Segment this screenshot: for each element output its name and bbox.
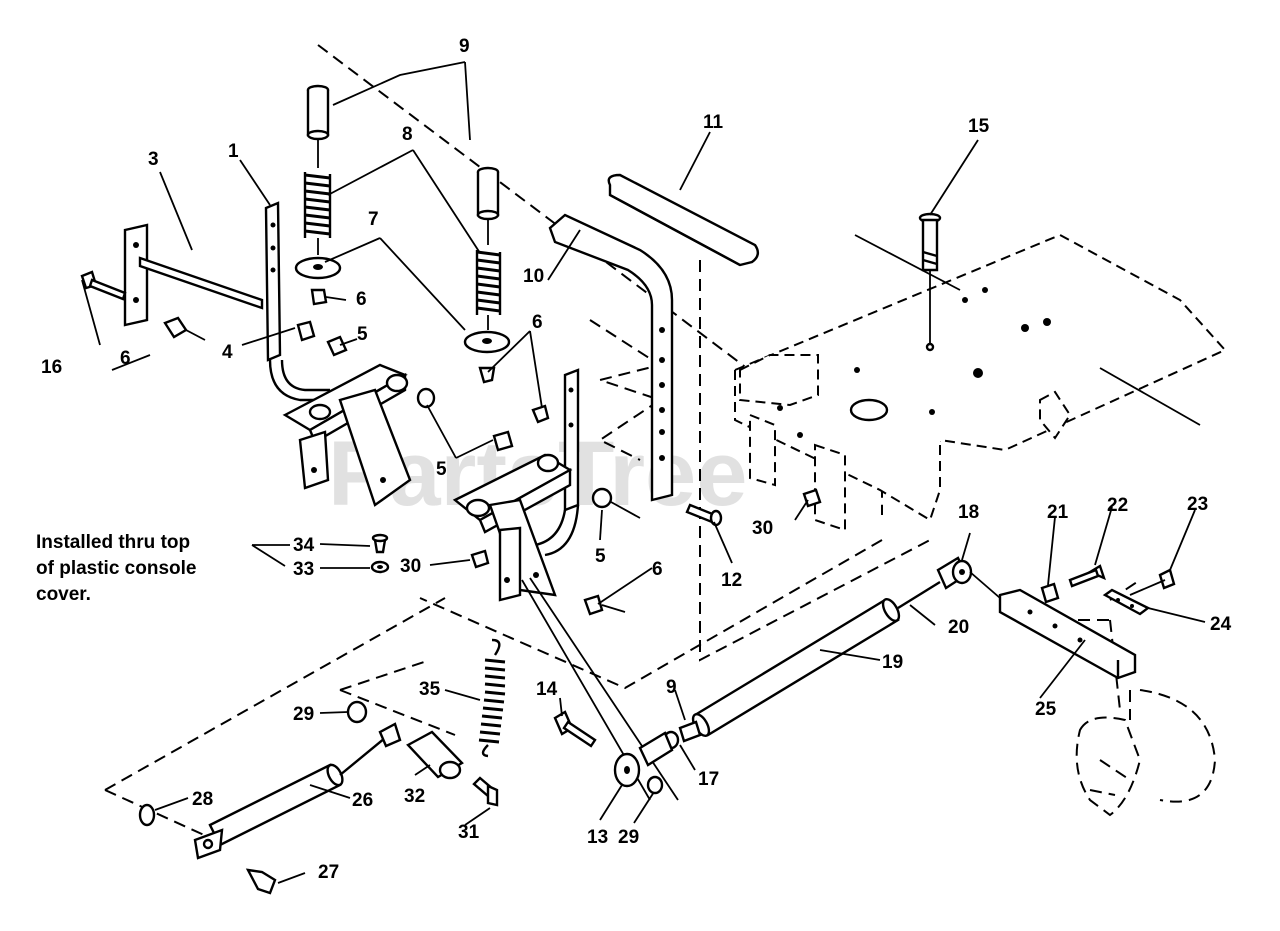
callout-25: 25 <box>1035 699 1057 720</box>
bolt-14 <box>553 710 597 748</box>
bolt-15 <box>854 212 1201 426</box>
bracket-3 <box>123 223 264 327</box>
callout-6: 6 <box>120 348 131 369</box>
callout-24: 24 <box>1210 614 1232 635</box>
callout-6: 6 <box>652 559 663 580</box>
callout-6: 6 <box>356 289 367 310</box>
callout-10: 10 <box>523 266 544 287</box>
callout-5: 5 <box>436 459 447 480</box>
callout-7: 7 <box>368 209 379 230</box>
callout-31: 31 <box>458 822 480 843</box>
bracket-25 <box>998 564 1176 680</box>
clevis-13 <box>613 720 702 795</box>
callout-6: 6 <box>532 312 543 333</box>
callout-4: 4 <box>222 342 233 363</box>
callout-leaders <box>81 61 1206 884</box>
callout-26: 26 <box>352 790 373 811</box>
note-line-1: Installed thru top <box>36 532 191 553</box>
callout-18: 18 <box>958 502 979 523</box>
callout-12: 12 <box>721 570 742 591</box>
callout-30: 30 <box>400 556 421 577</box>
note-line-3: cover. <box>36 584 91 605</box>
rod-19 <box>691 556 1001 738</box>
callout-19: 19 <box>882 652 903 673</box>
pivot-bracket-left <box>282 363 412 507</box>
console-frame <box>732 233 1227 532</box>
spring-8 <box>303 172 502 330</box>
transmission-sketch <box>1075 689 1217 817</box>
callout-21: 21 <box>1047 502 1069 523</box>
callout-5: 5 <box>595 546 606 567</box>
callout-29: 29 <box>293 704 314 725</box>
grip-11 <box>607 173 760 267</box>
callout-8: 8 <box>402 124 413 145</box>
nut-6-left <box>163 316 206 341</box>
callout-27: 27 <box>318 862 339 883</box>
callout-1: 1 <box>228 141 239 162</box>
bolt-16 <box>80 270 127 301</box>
hardware-nuts <box>296 288 822 616</box>
callout-32: 32 <box>404 786 425 807</box>
callout-29: 29 <box>618 827 639 848</box>
installation-note: Installed thru top of plastic console co… <box>36 530 276 608</box>
callout-22: 22 <box>1107 495 1128 516</box>
callout-14: 14 <box>536 679 558 700</box>
callout-15: 15 <box>968 116 990 137</box>
callout-3: 3 <box>148 149 159 170</box>
callout-33: 33 <box>293 559 314 580</box>
washer-33-screw-34 <box>370 533 390 574</box>
callout-35: 35 <box>419 679 441 700</box>
hardware-lower-left <box>138 638 506 827</box>
callout-13: 13 <box>587 827 608 848</box>
washer-7 <box>294 256 511 354</box>
tube-9-upper <box>306 84 500 245</box>
callout-23: 23 <box>1187 494 1208 515</box>
handle-10 <box>548 213 674 502</box>
callout-5: 5 <box>357 324 368 345</box>
callout-17: 17 <box>698 769 719 790</box>
cylinder-26 <box>193 722 402 895</box>
note-line-2: of plastic console <box>36 558 197 579</box>
callout-30: 30 <box>752 518 773 539</box>
pivot-bracket-right <box>452 453 573 602</box>
grip-guide-line <box>699 260 931 662</box>
callout-28: 28 <box>192 789 213 810</box>
callout-20: 20 <box>948 617 969 638</box>
callout-34: 34 <box>293 535 315 556</box>
callout-labels: 9 8 7 1 3 16 6 4 6 5 6 5 10 11 15 12 30 … <box>41 36 1232 883</box>
callout-11: 11 <box>703 112 724 133</box>
callout-9: 9 <box>459 36 470 57</box>
callout-9: 9 <box>666 677 677 698</box>
callout-16: 16 <box>41 357 62 378</box>
lever-1 <box>264 201 330 402</box>
